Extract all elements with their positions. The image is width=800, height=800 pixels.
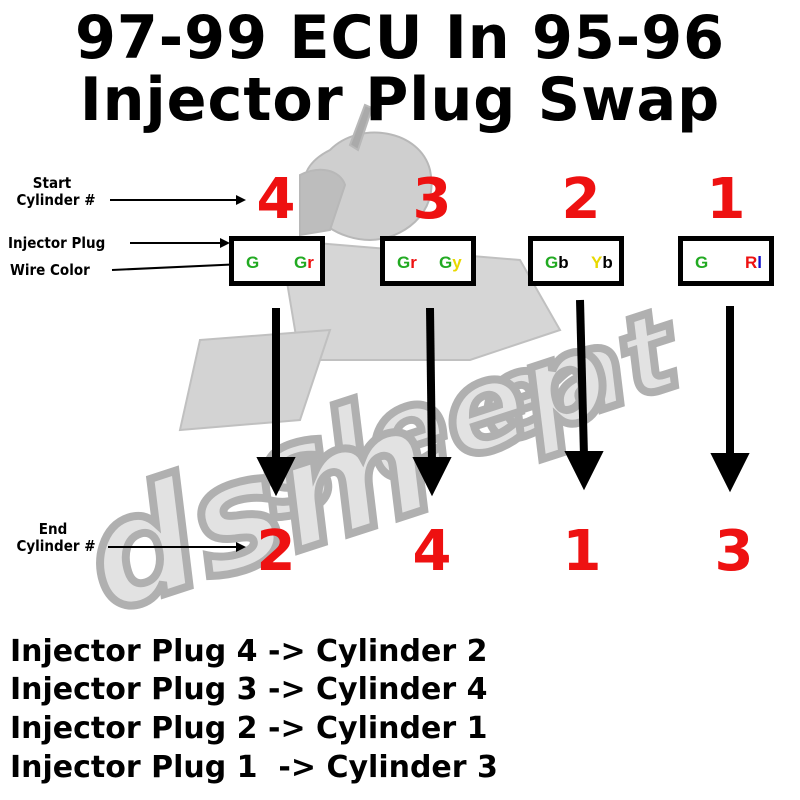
- start-label-line-2: Cylinder #: [16, 191, 96, 209]
- end-label-line-1: End: [38, 520, 68, 538]
- wire-color-code: G: [246, 253, 259, 273]
- mapping-arrow: [564, 299, 604, 491]
- wire-letter: b: [558, 253, 569, 272]
- wire-color-code: G: [695, 253, 708, 273]
- end-cylinder-number: 1: [562, 519, 602, 584]
- summary-line: Injector Plug 3 -> Cylinder 4: [10, 672, 488, 707]
- injector-plug-box: G Rl: [678, 236, 774, 286]
- start-cylinder-number: 1: [706, 167, 746, 232]
- wire-color-code: Gr: [397, 253, 417, 273]
- start-cylinder-number: 2: [561, 167, 601, 232]
- summary-line: Injector Plug 4 -> Cylinder 2: [10, 634, 488, 669]
- plug-label-line-1: Injector Plug: [8, 234, 106, 252]
- summary-line: Injector Plug 1 -> Cylinder 3: [10, 750, 498, 785]
- wire-letter: r: [410, 253, 417, 272]
- wire-pointer-arrow: [111, 259, 245, 271]
- end-cylinder-number: 4: [412, 519, 452, 584]
- plug-label-line-2: Wire Color: [10, 261, 90, 279]
- wire-letter: G: [439, 253, 453, 272]
- end-cylinder-number: 3: [714, 519, 754, 584]
- injector-plug-box: G Gr: [229, 236, 325, 286]
- summary-line: Injector Plug 2 -> Cylinder 1: [10, 711, 488, 746]
- start-cylinder-number: 3: [412, 167, 452, 232]
- end-label-line-2: Cylinder #: [16, 537, 96, 555]
- start-label-line-1: Start: [32, 174, 72, 192]
- wire-letter: R: [745, 253, 758, 272]
- wire-letter: r: [307, 253, 314, 272]
- wire-letter: G: [545, 253, 559, 272]
- title-line-2: Injector Plug Swap: [79, 65, 721, 135]
- title-line-1: 97-99 ECU In 95-96: [75, 3, 725, 73]
- wire-letter: l: [757, 253, 763, 272]
- wire-color-code: Gb: [545, 253, 569, 273]
- mapping-arrow: [256, 308, 296, 497]
- mapping-arrow: [710, 306, 750, 493]
- wire-letter: b: [602, 253, 613, 272]
- wire-color-code: Gy: [439, 253, 462, 273]
- injector-plug-box: Gb Yb: [528, 236, 624, 286]
- wire-color-code: Rl: [745, 253, 762, 273]
- injector-plug-box: Gr Gy: [380, 236, 476, 286]
- wire-letter: G: [246, 253, 260, 272]
- wire-letter: G: [294, 253, 308, 272]
- wire-color-code: Yb: [591, 253, 613, 273]
- wire-color-code: Gr: [294, 253, 314, 273]
- wire-letter: G: [695, 253, 709, 272]
- end-cylinder-number: 2: [256, 519, 296, 584]
- mapping-arrow: [412, 307, 452, 497]
- wire-letter: y: [452, 253, 462, 272]
- start-cylinder-number: 4: [256, 167, 296, 232]
- wire-letter: Y: [591, 253, 603, 272]
- wire-letter: G: [397, 253, 411, 272]
